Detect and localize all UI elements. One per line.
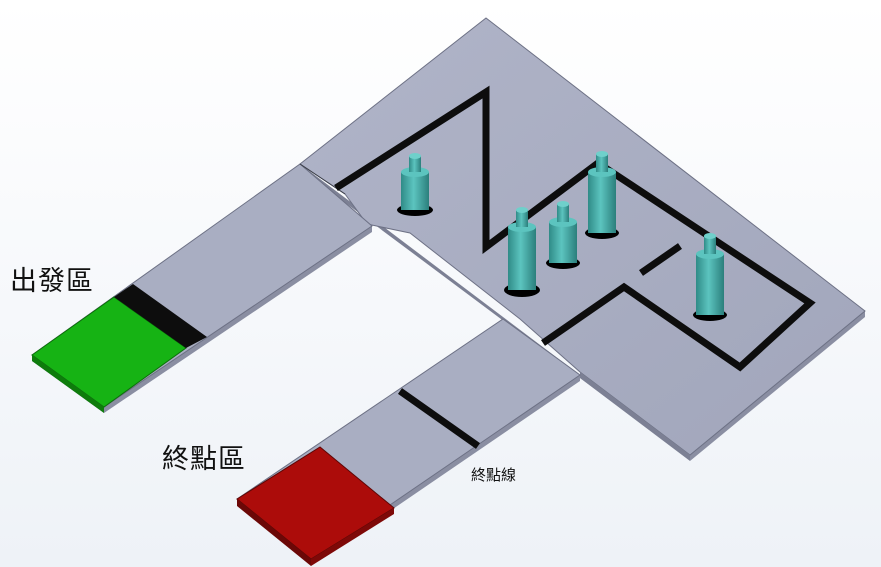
cylinder-obstacle-2 (504, 207, 540, 297)
cylinder-obstacle-5 (693, 233, 727, 321)
finish-zone (236, 446, 395, 566)
track-line-zigzag (334, 85, 816, 372)
cylinder-obstacle-4 (585, 151, 619, 239)
cylinder-obstacle-1 (397, 153, 433, 216)
start-line (114, 284, 207, 348)
finish-line (397, 388, 481, 449)
finish-zone-label: 終點區 (162, 444, 246, 475)
track-lines (334, 85, 816, 372)
track-line-segment (639, 243, 682, 276)
cylinder-obstacle-3 (546, 201, 580, 269)
finish-line-label: 終點線 (471, 466, 517, 484)
start-zone-label: 出發區 (10, 266, 94, 297)
main-board (299, 17, 866, 461)
